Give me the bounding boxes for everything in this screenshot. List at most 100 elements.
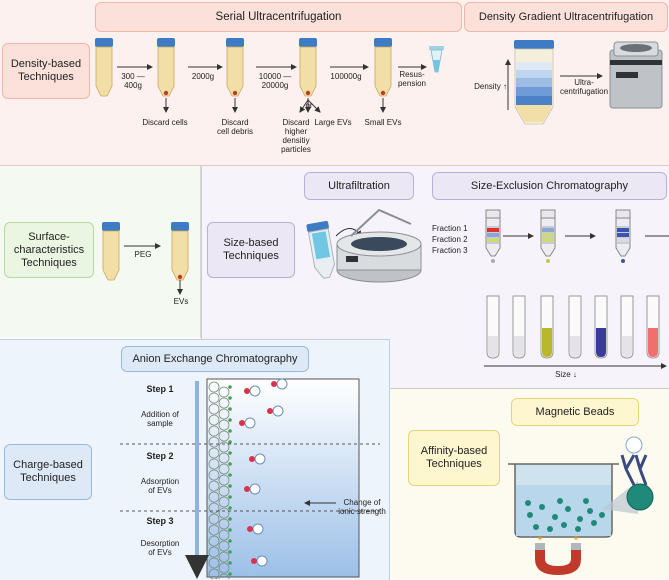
bead-antibody-icon — [620, 436, 654, 511]
gradient-title-box: Density Gradient Ultracentrifugation — [464, 2, 668, 32]
size-technique-label: Size-based Techniques — [223, 237, 279, 262]
result-tube-icon — [486, 295, 500, 359]
gradient-title: Density Gradient Ultracentrifugation — [478, 10, 654, 23]
affinity-drawing: ✶ ✶ — [508, 436, 654, 575]
serial-title: Serial Ultracentrifugation — [215, 10, 342, 23]
resuspension: Resus- pension — [397, 70, 427, 88]
ultracentrifuge-icon — [609, 41, 663, 109]
ultracentrifugation-label: Ultra- centrifugation — [559, 78, 609, 96]
bead-icon — [552, 514, 558, 520]
bead-icon — [527, 512, 533, 518]
size-drawing — [306, 208, 669, 369]
bead-icon — [565, 506, 571, 512]
bead-icon — [557, 498, 563, 504]
microtube-icon — [429, 46, 444, 73]
sec-column-icon — [540, 209, 556, 263]
large-evs: Large EVs — [314, 118, 352, 127]
result-tube-icon — [512, 295, 526, 359]
surface-evs-label: EVs — [173, 297, 189, 306]
ev-icon — [244, 483, 261, 495]
svg-text:✶: ✶ — [573, 534, 580, 543]
surface-technique-box: Surface- characteristics Techniques — [4, 222, 94, 278]
step-2-title: Step 2 — [146, 451, 174, 461]
step-1-title: Step 1 — [146, 384, 174, 394]
fraction-3: Fraction 3 — [432, 246, 468, 255]
charge-title: Anion Exchange Chromatography — [132, 352, 298, 365]
bead-icon — [533, 524, 539, 530]
ev-icon — [251, 555, 268, 567]
small-evs: Small EVs — [364, 118, 402, 127]
falcon-tube-icon — [95, 38, 113, 97]
result-tube-icon — [646, 295, 660, 359]
fraction-2: Fraction 2 — [432, 235, 468, 244]
ev-icon — [244, 385, 261, 397]
centrifuge-icon — [336, 208, 422, 283]
falcon-tube-icon — [157, 38, 175, 97]
step-1-desc: Addition of sample — [141, 410, 179, 428]
bead-icon — [587, 508, 593, 514]
step-2-desc: Adsorption of EVs — [140, 477, 180, 495]
charge-technique-box: Charge-based Techniques — [4, 444, 92, 500]
affinity-technique-box: Affinity-based Techniques — [408, 430, 500, 486]
split-right — [307, 99, 321, 113]
density-axis-label: Density ↑ — [474, 82, 507, 91]
result-tube-icon — [620, 295, 634, 359]
speed-4: 100000g — [330, 72, 362, 81]
result-tube-icon — [568, 295, 582, 359]
sec-title: Size-Exclusion Chromatography — [470, 179, 629, 192]
falcon-tube-icon — [374, 38, 392, 97]
or-label: or — [305, 101, 313, 110]
bead-icon — [575, 526, 581, 532]
density-technique-box: Density-based Techniques — [2, 43, 90, 99]
bead-icon — [599, 512, 605, 518]
sec-column-icon — [615, 209, 631, 263]
step-3-title: Step 3 — [146, 516, 174, 526]
falcon-tube-icon — [226, 38, 244, 97]
speed-1: 300 — 400g — [121, 72, 145, 90]
ultrafiltration-box: Ultrafiltration — [304, 172, 414, 200]
result-tube-icon — [594, 295, 608, 359]
ev-icon — [247, 523, 264, 535]
discard-1: Discard cells — [142, 118, 188, 127]
falcon-tube-icon — [299, 38, 317, 97]
speed-2: 2000g — [191, 72, 215, 81]
gradient-tube-icon — [514, 40, 554, 125]
bead-icon — [539, 504, 545, 510]
ev-icon — [267, 405, 284, 417]
fraction-1: Fraction 1 — [432, 224, 468, 233]
bead-icon — [583, 498, 589, 504]
speed-3: 10000 — 20000g — [258, 72, 292, 90]
bead-icon — [561, 522, 567, 528]
step-3-desc: Desorption of EVs — [140, 539, 180, 557]
ultrafiltration-title: Ultrafiltration — [328, 179, 390, 192]
bead-icon — [525, 500, 531, 506]
charge-technique-label: Charge-based Techniques — [13, 459, 83, 484]
magnet-icon: ✶ ✶ — [535, 534, 581, 575]
svg-text:✶: ✶ — [537, 534, 544, 543]
falcon-tube-icon — [102, 222, 120, 281]
magnetic-title: Magnetic Beads — [535, 405, 615, 418]
result-tube-icon — [540, 295, 554, 359]
surface-drawing — [102, 222, 189, 295]
size-axis-label: Size ↓ — [555, 370, 577, 379]
ev-icon — [249, 453, 266, 465]
ionic-strength-label: Change of ionic strength — [338, 498, 386, 516]
affinity-technique-label: Affinity-based Techniques — [420, 445, 488, 470]
ultrafiltration-tube-icon — [306, 221, 335, 279]
ev-icon — [271, 378, 288, 390]
size-technique-box: Size-based Techniques — [207, 222, 295, 278]
density-technique-label: Density-based Techniques — [10, 58, 82, 83]
peg-label: PEG — [134, 250, 152, 259]
surface-technique-label: Surface- characteristics Techniques — [13, 230, 85, 269]
magnetic-title-box: Magnetic Beads — [511, 398, 639, 426]
ev-icon — [239, 417, 256, 429]
discard-2: Discard cell debris — [216, 118, 253, 136]
serial-title-box: Serial Ultracentrifugation — [95, 2, 462, 32]
charge-title-box: Anion Exchange Chromatography — [121, 346, 309, 372]
density-drawing — [95, 38, 663, 125]
bead-icon — [577, 516, 583, 522]
bead-icon — [547, 526, 553, 532]
bead-icon — [591, 520, 597, 526]
charge-drawing — [120, 378, 380, 579]
